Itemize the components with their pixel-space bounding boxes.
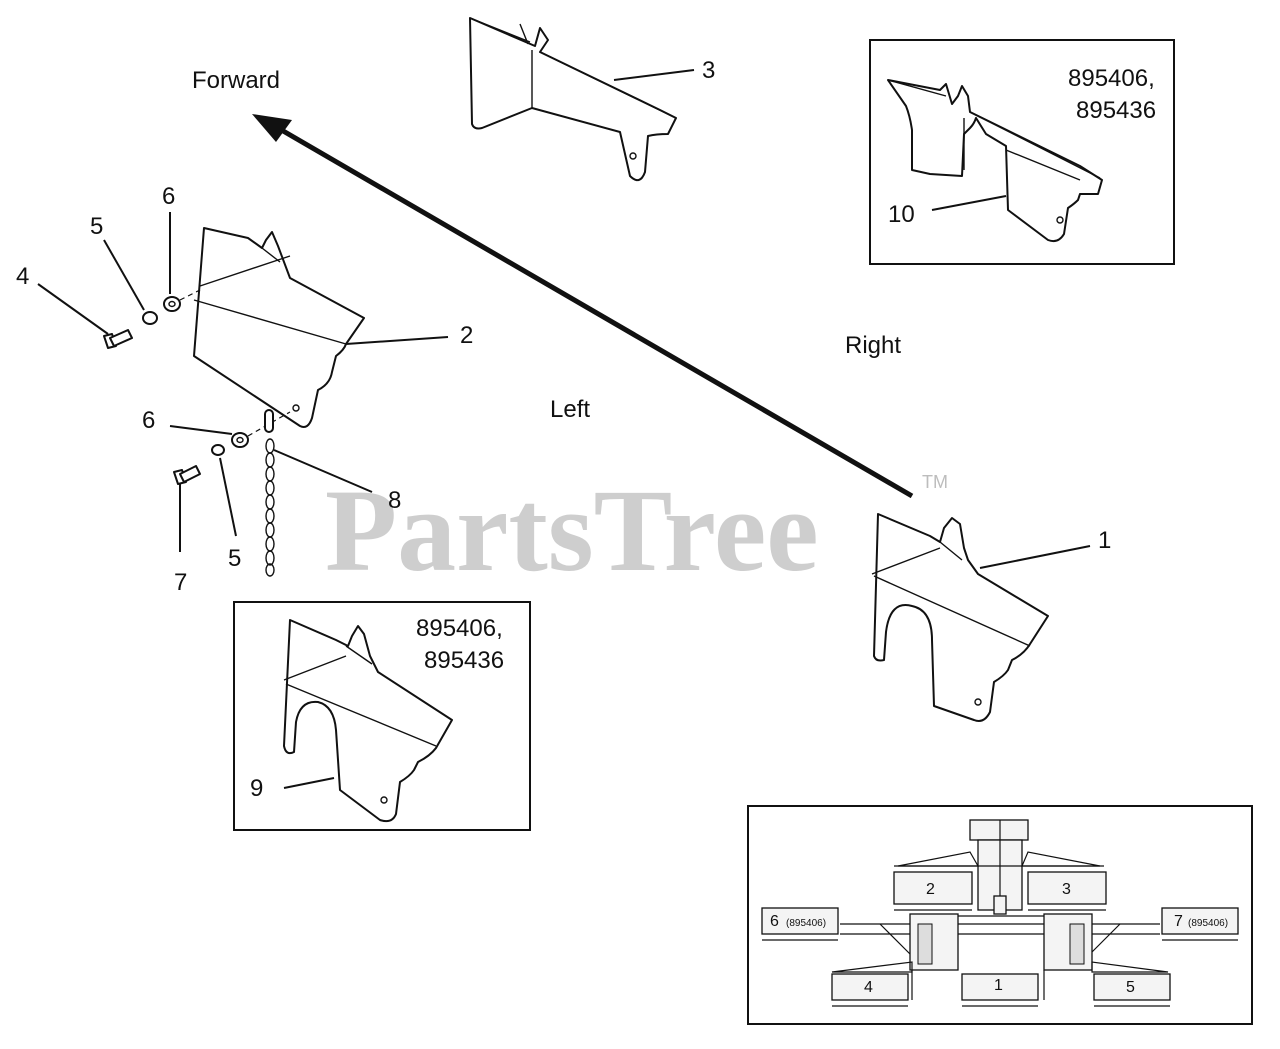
callout-10: 10 [888,201,915,228]
flat-washer-6-lower [231,432,249,448]
callout-4: 4 [16,263,29,290]
inset-ur-models-1: 895406, [1068,65,1155,92]
callout-3: 3 [702,57,715,84]
overview-deck-3: 3 [1062,881,1071,898]
leader-4 [37,283,109,335]
callout-1: 1 [1098,527,1111,554]
direction-right: Right [845,332,901,359]
lock-washer-5-upper [142,311,158,325]
forward-arrow [252,114,914,499]
chain-8 [264,409,275,577]
watermark: PartsTree TM [325,465,948,596]
leader-10 [931,195,1007,211]
watermark-tm: TM [922,472,948,492]
callout-7: 7 [174,569,187,596]
part-2-deflector [193,227,365,428]
flat-washer-6-upper [163,296,181,312]
inset-upper-right: 895406, 895436 10 [869,39,1175,265]
leader-8 [273,449,373,493]
callout-6-upper: 6 [162,183,175,210]
overview-deck-7-model: (895406) [1188,918,1228,929]
deck-overview-inset: 2 3 6 (895406) 7 (895406) 4 [747,805,1253,1025]
callout-8: 8 [388,487,401,514]
arrow-head-icon [252,114,292,142]
part-3-deflector [469,17,677,182]
inset-lower-left: 895406, 895436 9 [233,601,531,831]
overview-deck-6: 6 [770,913,779,930]
callout-2: 2 [460,322,473,349]
leader-5-upper [103,239,145,311]
leader-1 [979,545,1091,569]
bolt-4 [103,329,133,349]
overview-deck-5: 5 [1126,979,1135,996]
callout-9: 9 [250,775,263,802]
direction-left: Left [550,396,590,423]
overview-deck-7: 7 [1174,913,1183,930]
bolt-7 [173,465,201,485]
leader-2 [345,336,449,345]
leader-6-lower [169,425,233,435]
lock-washer-5-lower [211,444,225,456]
callout-5-upper: 5 [90,213,103,240]
inset-ur-models-2: 895436 [1076,97,1156,124]
inset-ll-models-2: 895436 [424,647,504,674]
callout-6-lower: 6 [142,407,155,434]
overview-deck-4: 4 [864,979,873,996]
callout-5-lower: 5 [228,545,241,572]
direction-forward: Forward [192,67,280,94]
leader-3 [613,69,695,81]
leader-9 [283,777,335,789]
overview-deck-1: 1 [994,977,1003,994]
overview-deck-2: 2 [926,881,935,898]
inset-ll-models-1: 895406, [416,615,503,642]
overview-deck-6-model: (895406) [786,918,826,929]
watermark-brand: PartsTree [325,465,819,596]
leader-5-lower [219,457,237,537]
part-1-deflector [871,513,1049,722]
